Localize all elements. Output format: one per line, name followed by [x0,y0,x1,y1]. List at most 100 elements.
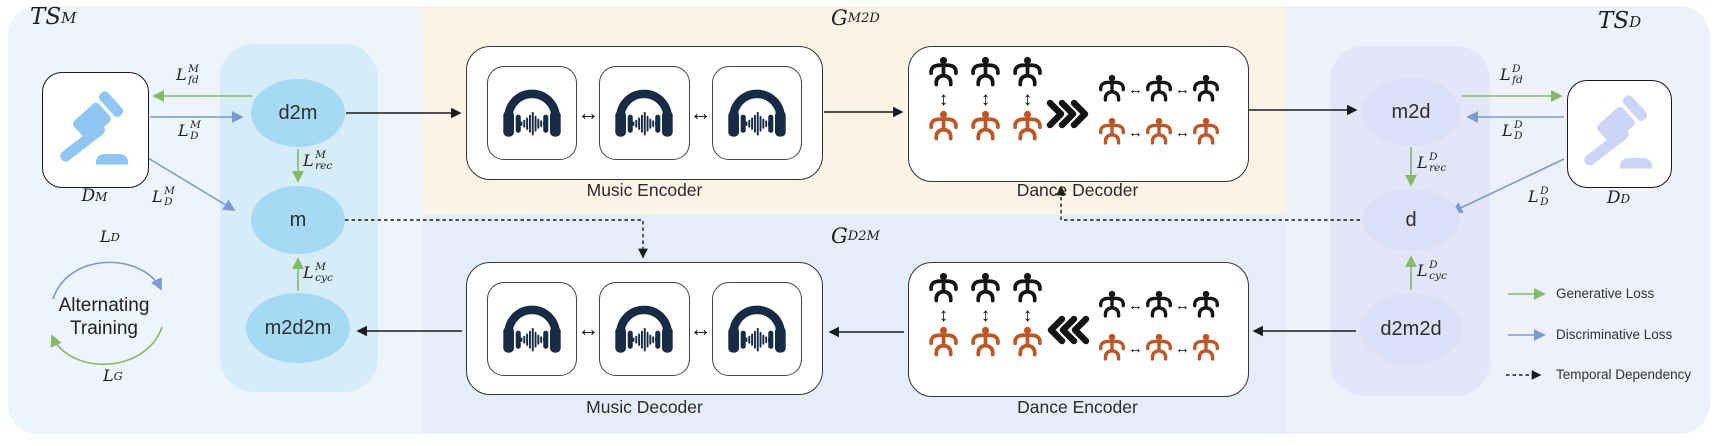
dancer-icon [1097,333,1127,363]
leftright-arrow-icon: ↔ [577,100,600,125]
dance-pose-column: ↕ [927,272,960,359]
headphone-icon [496,293,568,365]
node-m2d: m2d [1362,78,1460,146]
dancer-icon [1011,56,1044,89]
leftright-arrow-icon: ↔ [689,100,712,125]
node-d-label: d [1405,208,1417,231]
legend-discriminative-label: Discriminative Loss [1556,327,1673,342]
music-decoder-box: ↔ ↔ [466,262,823,395]
music-frame-unit [599,281,690,376]
music-decoder-label: Music Decoder [586,397,703,417]
fast-forward-icon [1046,99,1090,129]
music-frame-unit [711,66,802,160]
music-frame-unit [487,281,578,376]
node-d2m-label: d2m [278,101,318,124]
dancer-icon [969,110,1002,143]
music-frame-unit [599,66,690,160]
dancer-icon [1097,74,1127,104]
dancer-icon [1144,333,1174,363]
dance-decoder-label: Dance Decoder [1016,180,1139,200]
dancer-icon [1191,117,1221,147]
music-frame-unit [487,66,578,160]
dancer-icon [1011,272,1044,305]
dance-discriminator-box [1567,80,1672,188]
leftright-arrow-icon: ↔ [1128,80,1143,98]
leftright-arrow-icon: ↔ [1128,339,1143,357]
leftright-arrow-icon: ↔ [1128,296,1143,314]
dance-decoder-box: ↕ ↕ ↕ ↔ ↔ [908,46,1249,182]
node-m2d2m: m2d2m [246,293,350,363]
dance-sequence-row-orange: ↔ ↔ [1097,117,1221,147]
dance-pose-stack-group: ↕ ↕ ↕ [927,56,1044,143]
dancer-icon [1097,117,1127,147]
legend-generative-label: Generative Loss [1556,286,1655,301]
dancer-icon [1097,290,1127,320]
alternating-training-label: Alternating Training [58,295,150,339]
dance-pose-column: ↕ [969,272,1002,359]
dancer-icon [1011,110,1044,143]
dancer-icon [927,326,960,359]
dance-sequence-row-black: ↔ ↔ [1097,74,1221,104]
updown-arrow-icon: ↕ [980,89,991,110]
dancer-icon [969,272,1002,305]
dance-encoder-box: ↕ ↕ ↕ ↔ ↔ [908,262,1249,397]
updown-arrow-icon: ↕ [1022,89,1033,110]
leftright-arrow-icon: ↔ [1128,123,1143,141]
updown-arrow-icon: ↕ [980,305,991,326]
updown-arrow-icon: ↕ [938,305,949,326]
dancer-icon [927,272,960,305]
leftright-arrow-icon: ↔ [1175,80,1190,98]
headphone-icon [721,293,793,365]
leftright-arrow-icon: ↔ [577,315,600,341]
gavel-icon [1578,89,1662,179]
headphone-icon [721,77,793,149]
dancer-icon [1144,74,1174,104]
updown-arrow-icon: ↕ [1022,305,1033,326]
music-encoder-label: Music Encoder [586,180,703,200]
dancer-icon [1191,290,1221,320]
dancer-icon [1144,290,1174,320]
headphone-icon [608,77,680,149]
node-m-label: m [289,208,307,231]
dance-sequence-rows: ↔ ↔ ↔ ↔ [1097,74,1221,147]
headphone-icon [608,293,680,365]
dance-pose-column: ↕ [1011,56,1044,143]
node-m: m [251,186,345,254]
dancer-icon [1191,333,1221,363]
dancer-icon [1144,117,1174,147]
node-m2d-label: m2d [1391,100,1431,123]
dancer-icon [969,326,1002,359]
dance-pose-column: ↕ [969,56,1002,143]
rewind-icon [1046,315,1090,345]
headphone-icon [496,77,568,149]
dancer-icon [1191,74,1221,104]
dance-encoder-label: Dance Encoder [1017,397,1138,417]
dancer-icon [927,56,960,89]
node-m2d2m-label: m2d2m [264,316,332,339]
dancer-icon [969,56,1002,89]
dance-sequence-row-orange: ↔ ↔ [1097,333,1221,363]
node-d2m: d2m [251,79,345,147]
node-d: d [1362,189,1460,251]
gavel-icon [54,85,138,175]
dancer-icon [1011,326,1044,359]
music-frame-unit [711,281,802,376]
